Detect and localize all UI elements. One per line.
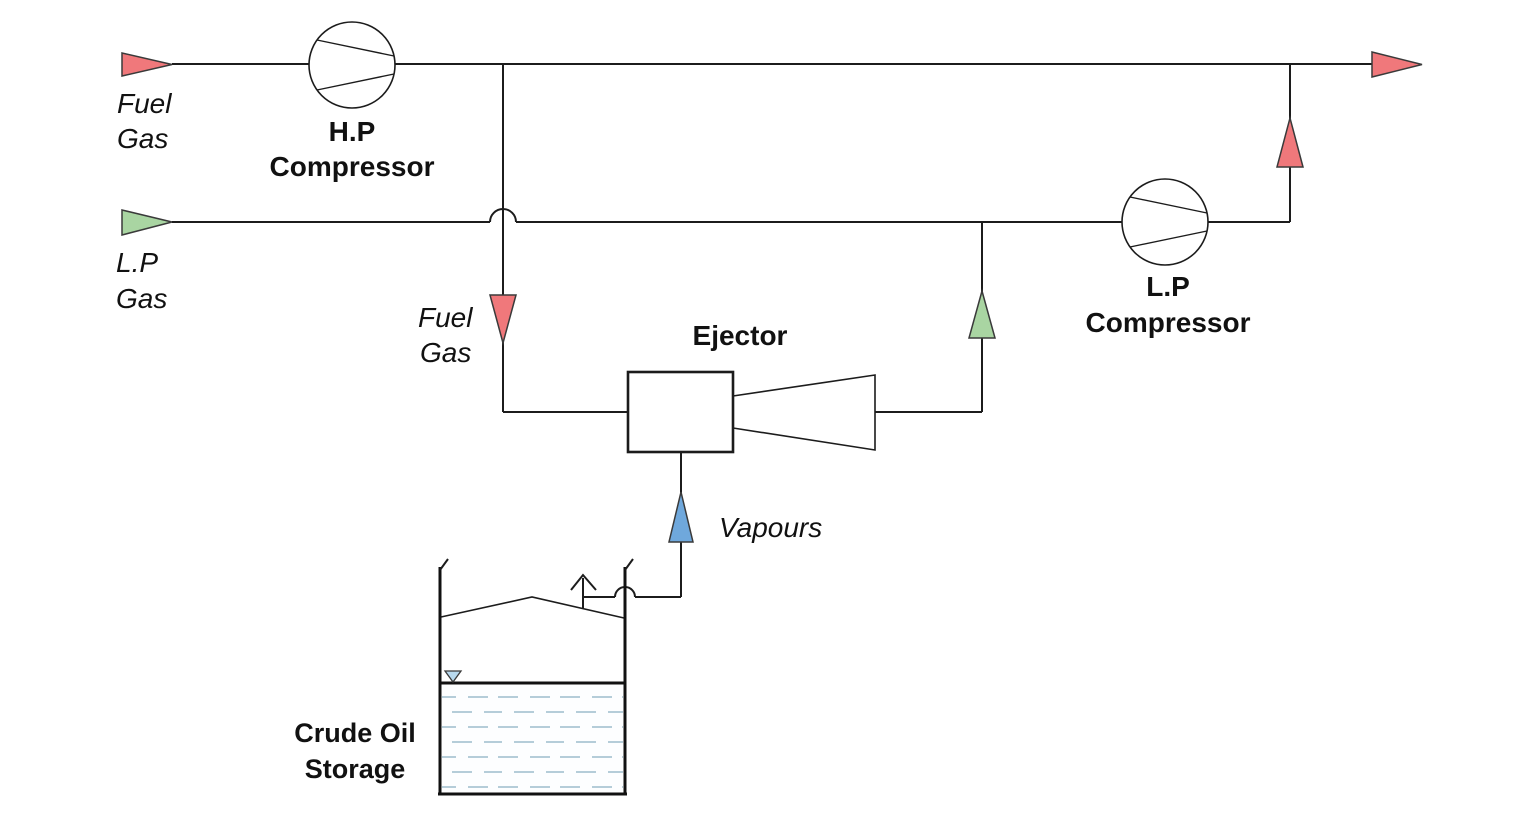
labels: Fuel Gas H.P Compressor L.P Gas Fuel Gas… xyxy=(116,88,1251,784)
lp-compressor-vane-top xyxy=(1129,196,1208,214)
hp-compressor-circle-icon xyxy=(308,21,396,109)
ejector-label: Ejector xyxy=(693,320,788,351)
tank-right-wall-tick xyxy=(624,558,634,571)
hp-compressor-vane-top xyxy=(316,39,395,57)
lp-compressor-label-line1: L.P xyxy=(1146,271,1190,302)
fuel-gas-header xyxy=(121,51,1423,78)
ejector-discharge-riser xyxy=(968,222,996,412)
ejector-diffuser-icon xyxy=(732,374,876,451)
fuel-gas-inlet-label-line1: Fuel xyxy=(117,88,172,119)
tank-roof-line xyxy=(440,596,625,619)
crude-oil-storage-label-line1: Crude Oil xyxy=(294,718,416,748)
fuel-gas-outlet-arrow-icon xyxy=(1371,51,1423,78)
fuel-gas-branch-line xyxy=(489,64,628,413)
lp-gas-label-line1: L.P xyxy=(116,247,158,278)
tank-vent-arrow-icon xyxy=(570,573,597,591)
vapours-up-arrow-icon xyxy=(668,491,694,543)
vapour-line xyxy=(583,452,694,598)
discharge-up-arrow-icon xyxy=(1276,115,1304,168)
tank-left-wall-tick xyxy=(439,558,449,571)
lp-compressor-label-line2: Compressor xyxy=(1086,307,1251,338)
hp-compressor-label-line1: H.P xyxy=(329,116,376,147)
hp-compressor-label-line2: Compressor xyxy=(270,151,435,182)
fuel-gas-inlet-label-line2: Gas xyxy=(117,123,168,154)
fuel-gas-branch-label-line2: Gas xyxy=(420,337,471,368)
vapours-label: Vapours xyxy=(719,512,822,543)
lp-compressor-symbol xyxy=(1121,178,1290,266)
ejector-symbol xyxy=(626,370,982,454)
fuel-gas-branch-down-arrow-icon xyxy=(489,294,517,346)
tank-liquid xyxy=(442,685,623,792)
crude-oil-storage-tank xyxy=(438,558,634,796)
lp-gas-inlet-arrow-icon xyxy=(121,209,173,236)
lp-compressor-discharge-riser xyxy=(1276,64,1304,222)
lp-gas-label-line2: Gas xyxy=(116,283,167,314)
hp-compressor-vane-bottom xyxy=(316,73,395,91)
liquid-level-marker-icon xyxy=(443,670,463,684)
ejector-discharge-up-arrow-icon xyxy=(968,288,996,339)
fuel-gas-branch-label-line1: Fuel xyxy=(418,302,473,333)
crude-oil-storage-label-line2: Storage xyxy=(305,754,406,784)
ejector-body-icon xyxy=(626,370,735,454)
fuel-gas-inlet-arrow-icon xyxy=(121,52,173,77)
hp-compressor-symbol xyxy=(308,21,396,109)
lp-gas-header xyxy=(121,208,1122,236)
lp-compressor-circle-icon xyxy=(1121,178,1209,266)
lp-compressor-vane-bottom xyxy=(1129,230,1208,248)
